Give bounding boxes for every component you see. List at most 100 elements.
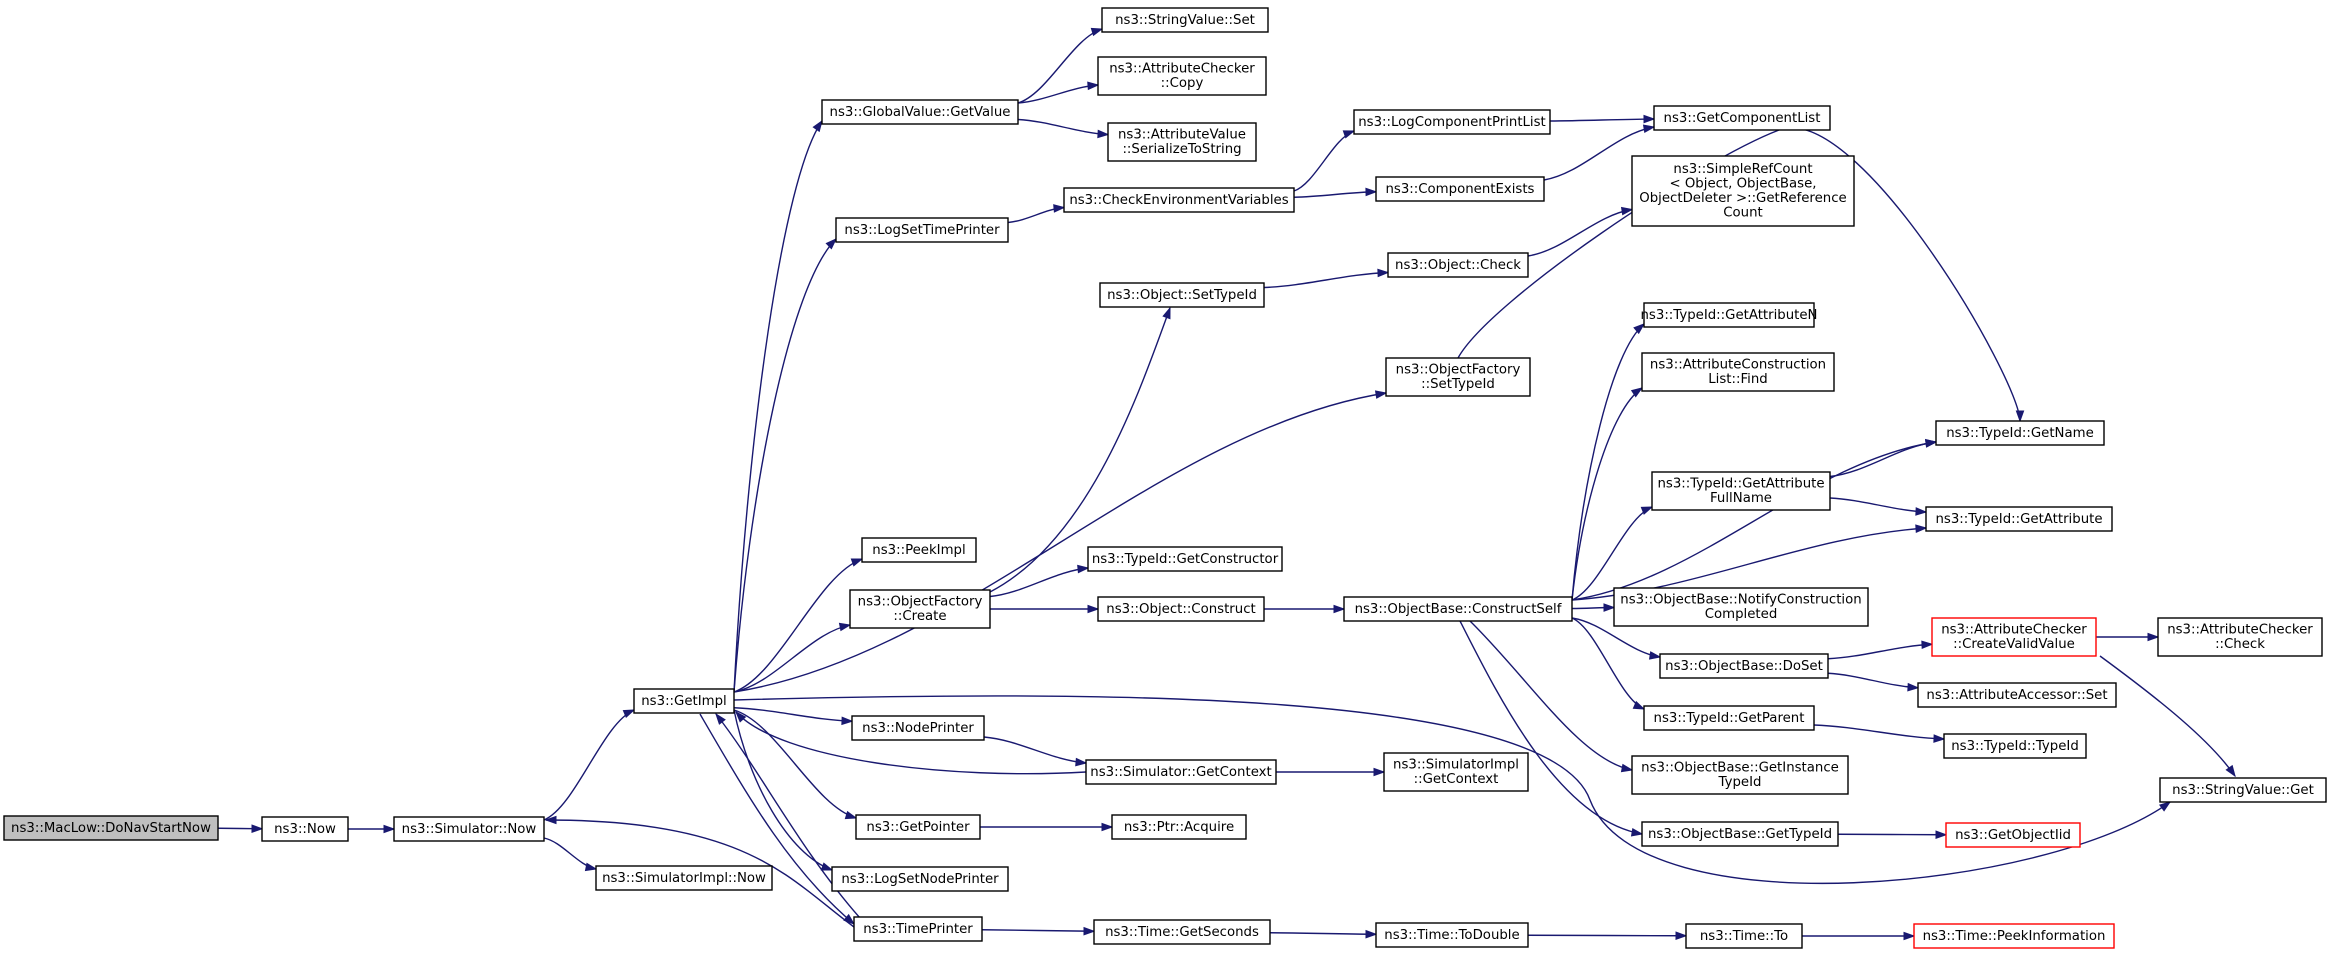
node-simple-ref-count[interactable]: ns3::SimpleRefCount< Object, ObjectBase,…: [1631, 155, 1855, 227]
edge-construct-self-to-type-id-get-parent: [1571, 617, 1646, 710]
node-label: ns3::Time::ToDouble: [1384, 928, 1519, 943]
node-get-object-iid[interactable]: ns3::GetObjectIid: [1945, 822, 2081, 848]
node-label: ::Create: [893, 609, 946, 624]
node-label: ns3::AttributeAccessor::Set: [1926, 688, 2107, 703]
node-attr-value-serialize[interactable]: ns3::AttributeValue::SerializeToString: [1107, 122, 1257, 162]
node-object-check[interactable]: ns3::Object::Check: [1387, 252, 1529, 278]
node-type-id-get-name[interactable]: ns3::TypeId::GetName: [1935, 420, 2105, 446]
node-label: ns3::Object::Check: [1395, 258, 1521, 273]
node-global-get-value[interactable]: ns3::GlobalValue::GetValue: [821, 99, 1019, 125]
node-type-id-get-attribute-n[interactable]: ns3::TypeId::GetAttributeN: [1641, 302, 1818, 328]
node-box: [261, 816, 349, 842]
edge-line: [1543, 126, 1655, 181]
node-get-pointer[interactable]: ns3::GetPointer: [855, 814, 981, 840]
node-type-id-type-id[interactable]: ns3::TypeId::TypeId: [1943, 733, 2087, 759]
node-box: [855, 814, 981, 840]
node-obj-factory-set-type-id[interactable]: ns3::ObjectFactory::SetTypeId: [1385, 357, 1531, 397]
node-component-exists[interactable]: ns3::ComponentExists: [1375, 176, 1545, 202]
node-sim-now[interactable]: ns3::Simulator::Now: [393, 816, 545, 842]
node-label: ns3::AttributeChecker: [2167, 623, 2313, 638]
edge-line: [735, 711, 1087, 775]
node-label: ns3::ObjectFactory: [858, 595, 983, 610]
edge-object-construct-to-construct-self: [1263, 604, 1346, 614]
edge-line: [545, 819, 855, 928]
node-do-set[interactable]: ns3::ObjectBase::DoSet: [1659, 653, 1829, 679]
node-node-printer[interactable]: ns3::NodePrinter: [851, 715, 985, 741]
node-box: [853, 916, 983, 942]
node-obj-factory-create[interactable]: ns3::ObjectFactory::Create: [849, 589, 991, 629]
node-box: [1097, 56, 1267, 96]
node-sim-impl-now[interactable]: ns3::SimulatorImpl::Now: [595, 865, 773, 891]
arrowhead-icon: [1373, 767, 1386, 777]
edge-obj-factory-create-to-object-construct: [989, 604, 1100, 614]
node-label: ns3::Time::PeekInformation: [1923, 929, 2106, 944]
node-notify-construction-completed[interactable]: ns3::ObjectBase::NotifyConstructionCompl…: [1613, 587, 1869, 627]
node-string-value-set[interactable]: ns3::StringValue::Set: [1101, 7, 1269, 33]
arrowhead-icon: [1374, 390, 1388, 399]
node-attr-checker-copy[interactable]: ns3::AttributeChecker::Copy: [1097, 56, 1267, 96]
node-time-to[interactable]: ns3::Time::To: [1685, 923, 1803, 949]
node-create-valid-value[interactable]: ns3::AttributeChecker::CreateValidValue: [1931, 617, 2097, 657]
node-label: ns3::TypeId::GetAttributeN: [1641, 308, 1818, 323]
arrowhead-icon: [820, 862, 834, 871]
node-get-impl[interactable]: ns3::GetImpl: [633, 688, 735, 714]
node-box: [1641, 821, 1839, 847]
node-check-env-vars[interactable]: ns3::CheckEnvironmentVariables: [1063, 187, 1295, 213]
edge-line: [1571, 506, 1653, 601]
edge-construct-self-to-notify-construction-completed: [1571, 603, 1616, 612]
node-label: ns3::GetObjectIid: [1955, 828, 2071, 843]
arrowhead-icon: [1365, 929, 1378, 939]
node-get-component-list[interactable]: ns3::GetComponentList: [1653, 105, 1831, 131]
node-sim-impl-get-context[interactable]: ns3::SimulatorImpl::GetContext: [1383, 752, 1529, 792]
node-attr-checker-check[interactable]: ns3::AttributeChecker::Check: [2157, 617, 2323, 657]
node-label: ns3::Simulator::Now: [402, 822, 537, 837]
node-time-printer[interactable]: ns3::TimePrinter: [853, 916, 983, 942]
edge-do-nav-start-now-to-now: [217, 824, 264, 834]
arrowhead-icon: [2158, 801, 2172, 812]
node-box: [1945, 822, 2081, 848]
node-log-set-node-printer[interactable]: ns3::LogSetNodePrinter: [831, 866, 1009, 892]
edge-sim-now-to-get-impl: [543, 709, 636, 821]
node-string-value-get[interactable]: ns3::StringValue::Get: [2159, 777, 2327, 803]
arrowhead-icon: [1097, 129, 1110, 139]
node-do-nav-start-now[interactable]: ns3::MacLow::DoNavStartNow: [3, 815, 219, 841]
node-label: TypeId: [1718, 775, 1762, 790]
arrowhead-icon: [1907, 682, 1920, 692]
edge-line: [1571, 617, 1645, 710]
node-time-get-seconds[interactable]: ns3::Time::GetSeconds: [1093, 919, 1271, 945]
arrowhead-icon: [1903, 931, 1916, 941]
arrowhead-icon: [1053, 204, 1066, 213]
node-type-id-get-constructor[interactable]: ns3::TypeId::GetConstructor: [1087, 546, 1283, 572]
node-peek-impl[interactable]: ns3::PeekImpl: [861, 537, 977, 563]
node-type-id-get-parent[interactable]: ns3::TypeId::GetParent: [1643, 705, 1815, 731]
node-log-comp-print-list[interactable]: ns3::LogComponentPrintList: [1353, 109, 1551, 135]
node-ptr-acquire[interactable]: ns3::Ptr::Acquire: [1111, 814, 1247, 840]
node-object-construct[interactable]: ns3::Object::Construct: [1097, 596, 1265, 622]
node-box: [1383, 752, 1529, 792]
node-box: [2159, 777, 2327, 803]
node-construct-self[interactable]: ns3::ObjectBase::ConstructSelf: [1343, 596, 1573, 622]
arrowhead-icon: [1643, 114, 1656, 124]
node-box: [1631, 155, 1855, 227]
node-time-to-double[interactable]: ns3::Time::ToDouble: [1375, 922, 1529, 948]
node-obj-base-get-type-id[interactable]: ns3::ObjectBase::GetTypeId: [1641, 821, 1839, 847]
edge-do-set-to-attr-accessor-set: [1827, 672, 1920, 692]
edge-time-printer-to-get-impl: [715, 712, 861, 919]
edge-log-set-time-printer-to-check-env-vars: [1007, 204, 1066, 224]
node-box: [1659, 653, 1829, 679]
arrowhead-icon: [850, 558, 864, 567]
edge-time-to-to-time-peek-information: [1802, 931, 1916, 941]
node-attr-accessor-set[interactable]: ns3::AttributeAccessor::Set: [1917, 682, 2117, 708]
edge-line: [1469, 620, 1633, 771]
node-time-peek-information[interactable]: ns3::Time::PeekInformation: [1913, 923, 2115, 949]
node-object-set-type-id[interactable]: ns3::Object::SetTypeId: [1099, 282, 1265, 308]
node-type-id-get-attribute[interactable]: ns3::TypeId::GetAttribute: [1925, 506, 2113, 532]
node-label: ns3::AttributeConstruction: [1650, 358, 1826, 373]
node-now[interactable]: ns3::Now: [261, 816, 349, 842]
node-sim-get-context[interactable]: ns3::Simulator::GetContext: [1085, 759, 1277, 785]
node-log-set-time-printer[interactable]: ns3::LogSetTimePrinter: [835, 217, 1009, 243]
node-label: ::Check: [2215, 637, 2265, 652]
